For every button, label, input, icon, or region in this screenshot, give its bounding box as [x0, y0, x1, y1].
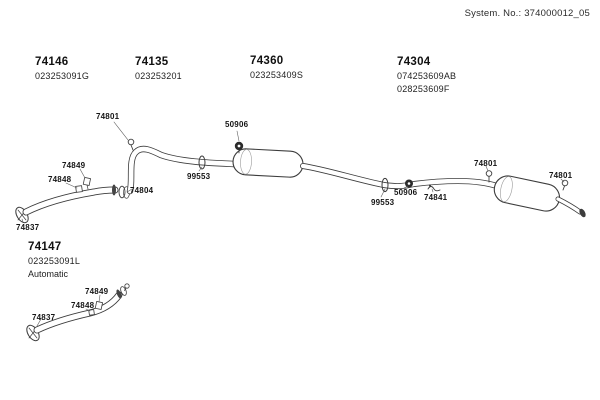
- oem-code: 028253609F: [397, 83, 450, 94]
- hanger-50906-front: [234, 141, 244, 154]
- callout-74804: 74804: [130, 186, 154, 195]
- center-pipe-drawing: [126, 138, 238, 195]
- callout-74848-auto: 74848: [71, 301, 95, 310]
- part-number: 74304: [397, 56, 431, 68]
- callout-74801-mid: 74801: [474, 159, 498, 168]
- part-group-74304: 74304 074253609AB 028253609F: [397, 56, 456, 94]
- system-number: System. No.: 374000012_05: [464, 8, 590, 19]
- front-pipe-drawing: [15, 177, 119, 224]
- rear-muffler-drawing: [493, 175, 586, 218]
- callout-99553-rear: 99553: [371, 198, 395, 207]
- part-group-74360: 74360 023253409S: [250, 55, 303, 81]
- callout-74841: 74841: [424, 193, 448, 202]
- callout-74849-auto: 74849: [85, 287, 109, 296]
- part-group-74146: 74146 023253091G: [35, 56, 89, 82]
- callout-74848-main: 74848: [48, 175, 72, 184]
- callout-74837-main: 74837: [16, 223, 40, 232]
- callout-99553-front: 99553: [187, 172, 211, 181]
- oem-code: 023253091G: [35, 71, 90, 82]
- callout-74801-tail: 74801: [549, 171, 573, 180]
- part-number: 74146: [35, 56, 69, 68]
- oem-code: 023253201: [135, 71, 182, 82]
- oem-code: 023253091L: [28, 256, 81, 267]
- callout-74801-front: 74801: [96, 112, 120, 121]
- part-number: 74360: [250, 55, 284, 67]
- oem-code: 023253409S: [250, 70, 304, 81]
- transmission-note: Automatic: [28, 268, 69, 279]
- part-number: 74135: [135, 56, 169, 68]
- callout-74849-main: 74849: [62, 161, 86, 170]
- intermediate-pipe-drawing: [300, 163, 500, 193]
- callout-74837-auto: 74837: [32, 313, 56, 322]
- callout-50906-front: 50906: [225, 120, 249, 129]
- automatic-downpipe-drawing: [26, 283, 130, 342]
- part-number: 74147: [28, 241, 62, 253]
- callout-50906-rear: 50906: [394, 188, 418, 197]
- oem-code: 074253609AB: [397, 71, 457, 82]
- callout-leader-lines: [21, 121, 565, 327]
- part-group-74135: 74135 023253201: [135, 56, 182, 82]
- part-group-74147: 74147 023253091L Automatic: [28, 241, 80, 279]
- front-muffler-drawing: [232, 148, 304, 178]
